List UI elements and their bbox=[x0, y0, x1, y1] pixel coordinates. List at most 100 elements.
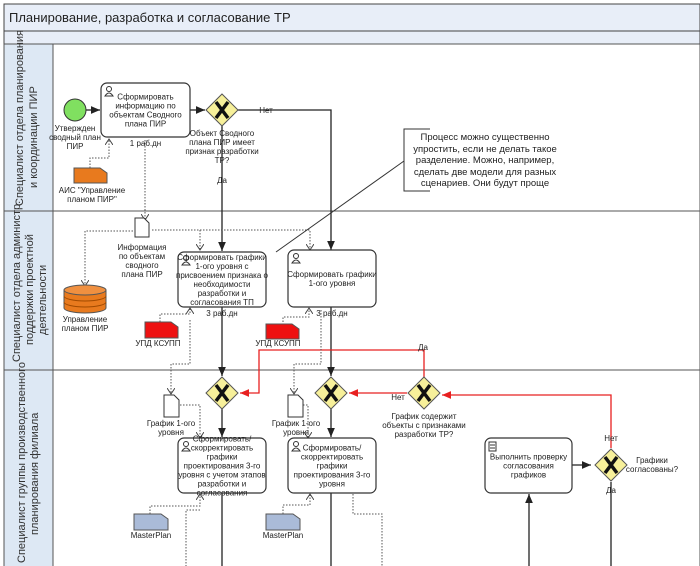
svg-text:сводный план: сводный план bbox=[49, 133, 101, 142]
lane-1-label-line2: и координации ПИР bbox=[28, 86, 40, 188]
svg-text:Управление: Управление bbox=[63, 315, 108, 324]
task-label-line: согласования ТП bbox=[190, 298, 254, 307]
svg-text:Графики: Графики bbox=[636, 456, 668, 465]
task-label-line: Сформировать графики bbox=[287, 270, 376, 279]
svg-text:Утвержден: Утвержден bbox=[55, 124, 96, 133]
user-icon bbox=[291, 253, 301, 264]
task-duration: 1 раб.дн bbox=[130, 139, 161, 148]
svg-text:объекты с признаками: объекты с признаками bbox=[382, 421, 466, 430]
svg-text:MasterPlan: MasterPlan bbox=[263, 531, 303, 540]
task-label-line: графиков bbox=[511, 471, 546, 480]
data-object-graph-2[interactable]: График 1-ого уровня bbox=[272, 394, 321, 437]
x-icon bbox=[603, 455, 619, 475]
task-label-line: уровня с учетом этапов bbox=[178, 471, 265, 480]
svg-text:разделение. Можно, например,: разделение. Можно, например, bbox=[416, 155, 554, 166]
task-label-line: 1-ого уровня bbox=[309, 279, 356, 288]
svg-text:планом ПИР: планом ПИР bbox=[62, 324, 109, 333]
svg-text:упростить, если не делать тако: упростить, если не делать такое bbox=[413, 144, 557, 155]
data-object-upd-1[interactable]: УПД КСУПП bbox=[135, 321, 181, 348]
data-object-masterplan-2[interactable]: MasterPlan bbox=[263, 513, 303, 540]
gateway-merge-1[interactable] bbox=[205, 376, 239, 410]
svg-text:разработки ТР?: разработки ТР? bbox=[395, 430, 454, 439]
x-icon bbox=[416, 383, 432, 403]
task-label-line: проектирования 3-го bbox=[184, 462, 261, 471]
lane-1-label-line1: Специалист отдела планирования bbox=[14, 30, 26, 206]
sequence-flows bbox=[86, 106, 612, 566]
associations bbox=[85, 139, 383, 566]
lane-3-label-line1: Специалист группы производственного bbox=[16, 362, 28, 563]
gateway-graphs-approved[interactable] bbox=[594, 448, 628, 482]
user-icon bbox=[181, 255, 191, 266]
x-icon bbox=[214, 100, 230, 120]
lane-2-label-line1: Специалист отдела администр. bbox=[11, 201, 23, 362]
start-event[interactable] bbox=[63, 98, 87, 122]
task-duration: 3 раб.дн bbox=[206, 309, 237, 318]
start-event-label: Утвержден сводный план ПИР bbox=[49, 124, 101, 151]
data-object-graph-1[interactable]: График 1-ого уровня bbox=[147, 394, 196, 437]
pool-strip bbox=[3, 30, 700, 45]
svg-text:АИС "Управление: АИС "Управление bbox=[59, 186, 126, 195]
svg-text:плана ПИР имеет: плана ПИР имеет bbox=[189, 138, 255, 147]
svg-text:сделать две модели для разных: сделать две модели для разных bbox=[414, 167, 557, 178]
gw3-no: Нет bbox=[604, 434, 618, 443]
svg-text:сценариев. Они будут проще: сценариев. Они будут проще bbox=[421, 178, 549, 189]
svg-text:уровня: уровня bbox=[158, 428, 184, 437]
task-label-line: Сформировать/ bbox=[193, 435, 252, 444]
lane-2: Специалист отдела администр. поддержки п… bbox=[3, 201, 700, 371]
user-icon bbox=[104, 86, 114, 97]
task-label-line: 1-ого уровня с bbox=[195, 262, 248, 271]
task-label-line: Сформировать bbox=[117, 93, 173, 102]
gw2-yes: Да bbox=[418, 343, 428, 352]
svg-text:планом ПИР": планом ПИР" bbox=[67, 195, 117, 204]
task-label-line: скорректировать bbox=[191, 444, 253, 453]
svg-text:Информация: Информация bbox=[118, 243, 167, 252]
data-object-info[interactable]: Информация по объектам сводного плана ПИ… bbox=[118, 217, 167, 279]
task-label-line: графики bbox=[317, 462, 348, 471]
task-label-line: скорректировать bbox=[301, 453, 363, 462]
data-object-ais[interactable]: АИС "Управление планом ПИР" bbox=[59, 167, 126, 204]
task-adjust-level3[interactable]: Сформировать/скорректироватьграфикипроек… bbox=[287, 437, 377, 494]
task-adjust-level3-with-stages[interactable]: Сформировать/скорректироватьграфикипроек… bbox=[177, 435, 267, 498]
task-label-line: Выполнить проверку bbox=[490, 453, 567, 462]
task-duration: 3 раб.дн bbox=[316, 309, 347, 318]
svg-text:УПД КСУПП: УПД КСУПП bbox=[135, 339, 180, 348]
svg-text:плана ПИР: плана ПИР bbox=[121, 270, 162, 279]
svg-text:Объект Сводного: Объект Сводного bbox=[190, 129, 255, 138]
user-icon bbox=[181, 441, 191, 452]
task-label-line: Сформировать графики bbox=[177, 253, 266, 262]
svg-text:ПИР: ПИР bbox=[67, 142, 84, 151]
data-object-upd-2[interactable]: УПД КСУПП bbox=[255, 323, 301, 348]
gateway-labels: Объект Сводного плана ПИР имеет признак … bbox=[185, 106, 678, 495]
gw1-yes: Да bbox=[217, 176, 227, 185]
svg-text:График содержит: График содержит bbox=[392, 412, 457, 421]
task-label-line: разработки и bbox=[198, 480, 247, 489]
svg-text:Процесс можно существенно: Процесс можно существенно bbox=[421, 132, 550, 143]
gateway-merge-2[interactable] bbox=[314, 376, 348, 410]
data-store-management[interactable]: Управление планом ПИР bbox=[62, 284, 109, 333]
gw3-yes: Да bbox=[606, 486, 616, 495]
gateway-graph-has-tr[interactable] bbox=[407, 376, 441, 410]
gw1-no: Нет bbox=[259, 106, 273, 115]
svg-text:MasterPlan: MasterPlan bbox=[131, 531, 171, 540]
script-icon bbox=[488, 441, 497, 452]
x-icon bbox=[214, 383, 230, 403]
data-object-masterplan-1[interactable]: MasterPlan bbox=[131, 513, 171, 540]
svg-text:по объектам: по объектам bbox=[119, 252, 165, 261]
x-icon bbox=[323, 383, 339, 403]
task-label-line: необходимости bbox=[193, 280, 250, 289]
task-label-line: графики bbox=[207, 453, 238, 462]
svg-text:признак разработки: признак разработки bbox=[185, 147, 258, 156]
pool-title-bar bbox=[3, 3, 700, 32]
pool-title: Планирование, разработка и согласование … bbox=[9, 10, 291, 25]
gateway-has-tr-flag[interactable] bbox=[205, 93, 239, 127]
svg-text:сводного: сводного bbox=[125, 261, 159, 270]
svg-text:УПД КСУПП: УПД КСУПП bbox=[255, 339, 300, 348]
lane-2-label-line2: поддержки проектной bbox=[24, 234, 36, 345]
task-label-line: согласования bbox=[197, 489, 248, 498]
task-label-line: разработки и bbox=[198, 289, 247, 298]
